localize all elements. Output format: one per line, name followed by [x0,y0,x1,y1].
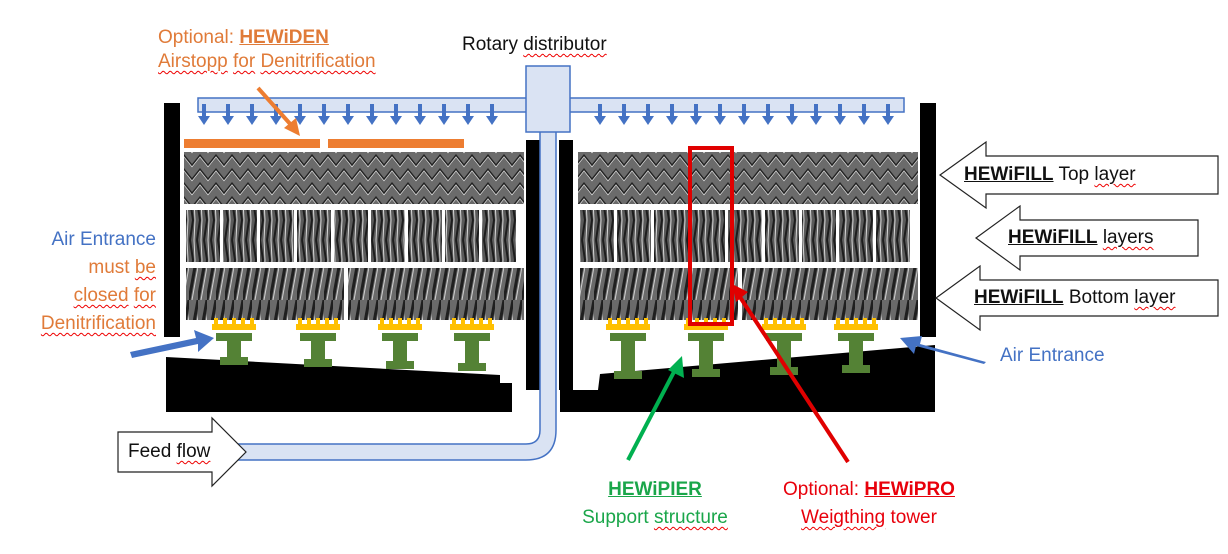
fill-block [802,210,836,262]
hewipier-arrowhead [668,356,684,378]
basin-floor [166,345,935,412]
spray-arrow-icon [810,104,822,125]
air-entrance-right-label: Air Entrance [1000,345,1105,366]
hewiden-arrowhead [284,118,300,136]
hewipro-arrow [736,292,850,464]
hewipier-label: HEWiPIER Support structure [582,479,728,528]
weighing-tower-frame [688,146,734,326]
spray-arrow-icon [198,104,210,125]
fill-block [765,210,799,262]
spray-arrow-icon [882,104,894,125]
support-pier [834,318,878,373]
spray-arrow-icon [858,104,870,125]
fill-block [223,210,257,262]
rotary-distributor-label: Rotary distributor [462,34,607,55]
spray-arrow-icon [762,104,774,125]
fill-top-layer [184,152,918,204]
center-divider-right [559,140,573,390]
fill-block [654,210,688,262]
spray-arrow-icon [414,104,426,125]
support-pier [684,318,728,377]
spray-arrow-icon [390,104,402,125]
fill-bottom-arrow [934,264,1219,332]
feed-flow-label: Feed flow [128,441,211,462]
fill-block [297,210,331,262]
fill-block [260,210,294,262]
spray-arrow-icon [738,104,750,125]
spray-arrow-icon [786,104,798,125]
fill-block [876,210,910,262]
distribution-pipe [197,65,905,461]
spray-arrow-icon [438,104,450,125]
fill-block [334,210,368,262]
hewifill-layers-label: HEWiFILL layers [1008,227,1154,248]
support-piers [212,318,878,379]
airstopp-bars [184,139,464,148]
hewifill-bottom-label: HEWiFILL Bottom layer [974,287,1176,308]
fill-block [445,210,479,262]
spray-arrow-icon [642,104,654,125]
air-entrance-left-label: Air Entrance must be closed for Denitrif… [40,229,156,334]
support-pier [606,318,650,379]
spray-arrows [198,104,894,125]
fill-bottom-layer [186,268,918,320]
spray-arrow-icon [246,104,258,125]
spray-arrow-icon [222,104,234,125]
support-pier [212,318,256,365]
hewiden-label: Optional: HEWiDEN Airstopp for Denitrifi… [158,27,376,72]
fill-block [617,210,651,262]
fill-block [580,210,614,262]
air-entrance-left-arrow [130,330,214,358]
hewipier-arrow [626,367,678,461]
air-entrance-right-arrow [900,336,986,364]
fill-block [371,210,405,262]
fill-block [186,210,220,262]
center-divider-left [526,140,540,390]
fill-layers-arrow [974,204,1199,272]
left-wall [164,103,180,337]
spray-arrow-icon [462,104,474,125]
spray-arrow-icon [690,104,702,125]
hewifill-top-label: HEWiFILL Top layer [964,164,1136,185]
fill-top-arrow [938,140,1219,210]
fill-block [691,210,725,262]
spray-arrow-icon [294,104,306,125]
hewipro-arrowhead [732,284,748,302]
spray-arrow-icon [714,104,726,125]
fill-middle-layers [186,210,910,262]
right-wall [920,103,936,337]
spray-arrow-icon [318,104,330,125]
fill-block [482,210,516,262]
spray-arrow-icon [618,104,630,125]
support-pier [378,318,422,369]
fill-block [408,210,442,262]
support-pier [450,318,494,371]
hewipro-label: Optional: HEWiPRO Weigthing tower [783,479,955,528]
fill-block [839,210,873,262]
spray-arrow-icon [366,104,378,125]
spray-arrow-icon [834,104,846,125]
support-pier [296,318,340,367]
spray-arrow-icon [594,104,606,125]
spray-arrow-icon [342,104,354,125]
feed-flow-arrow [117,416,247,488]
hewiden-arrow [256,86,294,128]
spray-arrow-icon [666,104,678,125]
spray-arrow-icon [486,104,498,125]
